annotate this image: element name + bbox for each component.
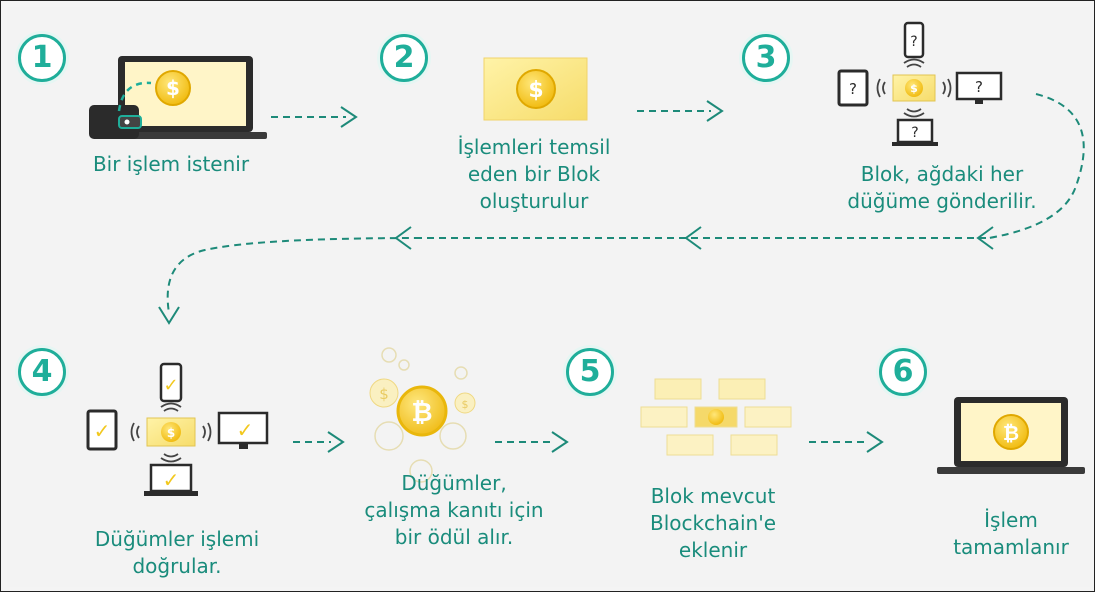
dollar-icon: $	[166, 76, 180, 100]
step-4-caption: Düğümler işlemi doğrular.	[94, 527, 260, 578]
question-icon: ?	[911, 125, 918, 141]
question-icon: ?	[975, 78, 983, 96]
flow-arrows	[158, 93, 1085, 453]
step-number-4: 4	[18, 348, 66, 396]
blockchain-blocks-icon	[640, 378, 792, 456]
step-6-caption: İşlem tamamlanır	[953, 508, 1069, 559]
arrow-5-6-head	[866, 431, 884, 453]
step-1-caption: Bir işlem istenir	[92, 152, 250, 176]
arrow-reward-5-head	[551, 431, 569, 453]
bitcoin-icon: ₿	[411, 398, 432, 428]
bitcoin-icon: ₿	[1003, 421, 1019, 445]
step-5-caption: Blok mevcut Blockchain'e eklenir	[649, 484, 777, 562]
arrow-2-3-head	[706, 100, 724, 122]
dollar-icon: $	[910, 82, 918, 95]
step-number-3: 3	[742, 34, 790, 82]
dollar-icon: $	[528, 78, 543, 103]
check-icon: ✓	[94, 419, 111, 443]
block-bill-icon: $	[483, 57, 588, 121]
step-3-caption: Blok, ağdaki her düğüme gönderilir.	[847, 162, 1037, 213]
broadcast-network-icon: $ ? ? ? ?	[837, 21, 1003, 146]
step-number-1: 1	[18, 34, 66, 82]
arrow-curve-right	[988, 93, 1085, 239]
check-icon: ✓	[237, 418, 254, 442]
bitcoin-reward-icon: $ $ ₿	[369, 347, 476, 483]
check-icon: ✓	[163, 375, 178, 396]
dollar-icon: $	[379, 385, 389, 403]
reward-caption: Düğümler, çalışma kanıtı için bir ödül a…	[364, 471, 544, 549]
laptop-bitcoin-icon: ₿	[937, 397, 1085, 474]
validation-network-icon: $ ✓ ✓ ✓ ✓	[86, 362, 269, 496]
step-number-5: 5	[566, 348, 614, 396]
arrow-curve-left	[166, 237, 422, 314]
arrow-4-reward-head	[327, 431, 345, 453]
check-icon: ✓	[163, 468, 180, 492]
step-number-6: 6	[879, 348, 927, 396]
laptop-wallet-icon: $	[89, 56, 267, 139]
arrow-return-head-left	[394, 226, 412, 250]
question-icon: ?	[849, 80, 857, 98]
arrow-down-head	[158, 306, 180, 325]
dollar-icon: $	[462, 398, 469, 411]
arrow-return-head-mid	[684, 226, 702, 250]
step-number-2: 2	[380, 34, 428, 82]
arrow-1-2-head	[340, 106, 358, 128]
step-2-caption: İşlemleri temsil eden bir Blok oluşturul…	[457, 135, 611, 213]
dollar-icon: $	[167, 426, 175, 440]
question-icon: ?	[910, 34, 917, 50]
arrow-return-head-right	[976, 226, 994, 250]
